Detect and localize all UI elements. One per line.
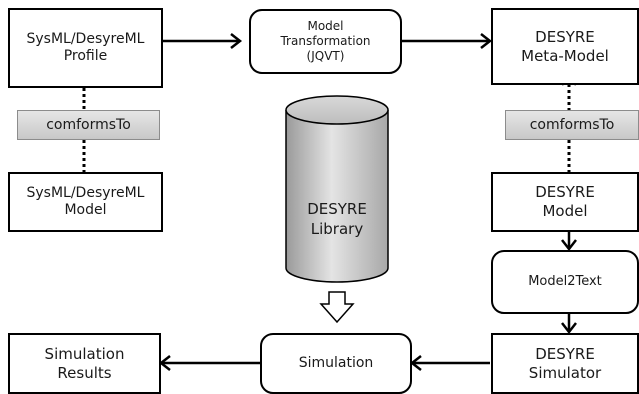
desyre-simulator-label: DESYRE Simulator [528,344,602,382]
conforms-to-left-label: comformsTo [17,110,160,140]
arrow-simulator-to-simulation [409,355,490,371]
model-transformation-box: Model Transformation (JQVT) [249,9,402,74]
desyre-model-label: DESYRE Model [535,183,595,220]
model-transformation-label: Model Transformation (JQVT) [280,19,371,63]
arrow-model-to-model2text [561,232,577,252]
simulation-label: Simulation [298,354,374,371]
arrow-simulation-to-results [158,355,260,371]
simulation-results-label: Simulation Results [44,344,125,382]
simulation-box: Simulation [260,333,412,394]
model2text-label: Model2Text [528,273,602,289]
conforms-to-right-text: comformsTo [529,117,615,133]
library-cylinder-shape [285,95,389,283]
arrow-transformation-to-metamodel [402,33,493,49]
desyre-metamodel-label: DESYRE Meta-Model [521,27,609,65]
sysml-profile-box: SysML/DesyreML Profile [8,8,163,88]
model2text-box: Model2Text [491,250,639,314]
simulation-results-box: Simulation Results [8,333,161,394]
desyre-model-box: DESYRE Model [491,172,639,232]
desyre-metamodel-box: DESYRE Meta-Model [491,8,639,85]
arrow-model2text-to-simulator [561,314,577,335]
sysml-model-label: SysML/DesyreML Model [26,184,145,219]
desyre-library-label: DESYRE Library [307,200,367,238]
sysml-profile-label: SysML/DesyreML Profile [26,30,145,65]
conforms-to-left-text: comformsTo [46,117,131,133]
library-to-simulation-arrow [319,291,355,324]
conforms-to-right-label: comformsTo [505,110,639,140]
desyre-simulator-box: DESYRE Simulator [491,333,639,394]
sysml-model-box: SysML/DesyreML Model [8,172,163,232]
arrow-profile-to-transformation [163,33,243,49]
